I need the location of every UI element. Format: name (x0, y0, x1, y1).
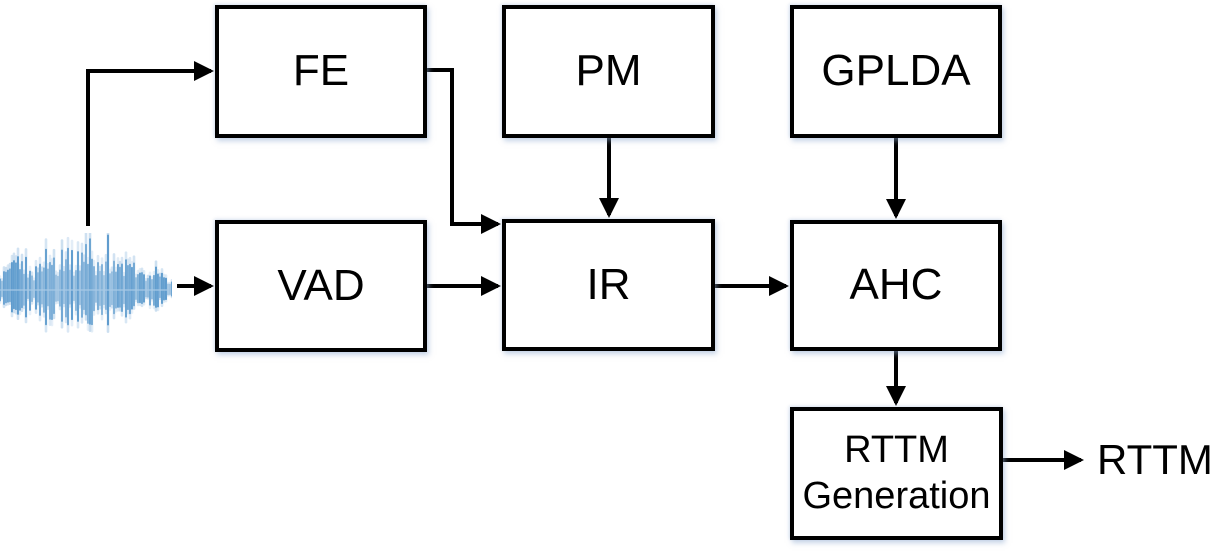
node-ahc: AHC (790, 220, 1002, 351)
node-gplda: GPLDA (790, 5, 1002, 138)
node-fe-label: FE (292, 46, 350, 96)
rttm-output-label: RTTM (1097, 435, 1219, 485)
node-pm: PM (502, 5, 715, 138)
node-ir-label: IR (586, 259, 631, 309)
rttm-output-text: RTTM (1097, 436, 1213, 483)
node-gplda-label: GPLDA (821, 46, 971, 96)
arrow-fe-to-ir (427, 68, 501, 234)
node-rttm-generation: RTTM Generation (790, 407, 1003, 540)
node-pm-label: PM (575, 46, 642, 96)
node-vad: VAD (215, 220, 427, 352)
node-ahc-label: AHC (849, 260, 943, 310)
node-vad-label: VAD (277, 260, 365, 310)
audio-waveform-icon (0, 233, 172, 333)
arrow-input-to-fe (86, 61, 214, 226)
node-rttm-generation-label: RTTM Generation (802, 428, 991, 517)
node-fe: FE (215, 5, 427, 138)
node-ir: IR (502, 219, 715, 351)
